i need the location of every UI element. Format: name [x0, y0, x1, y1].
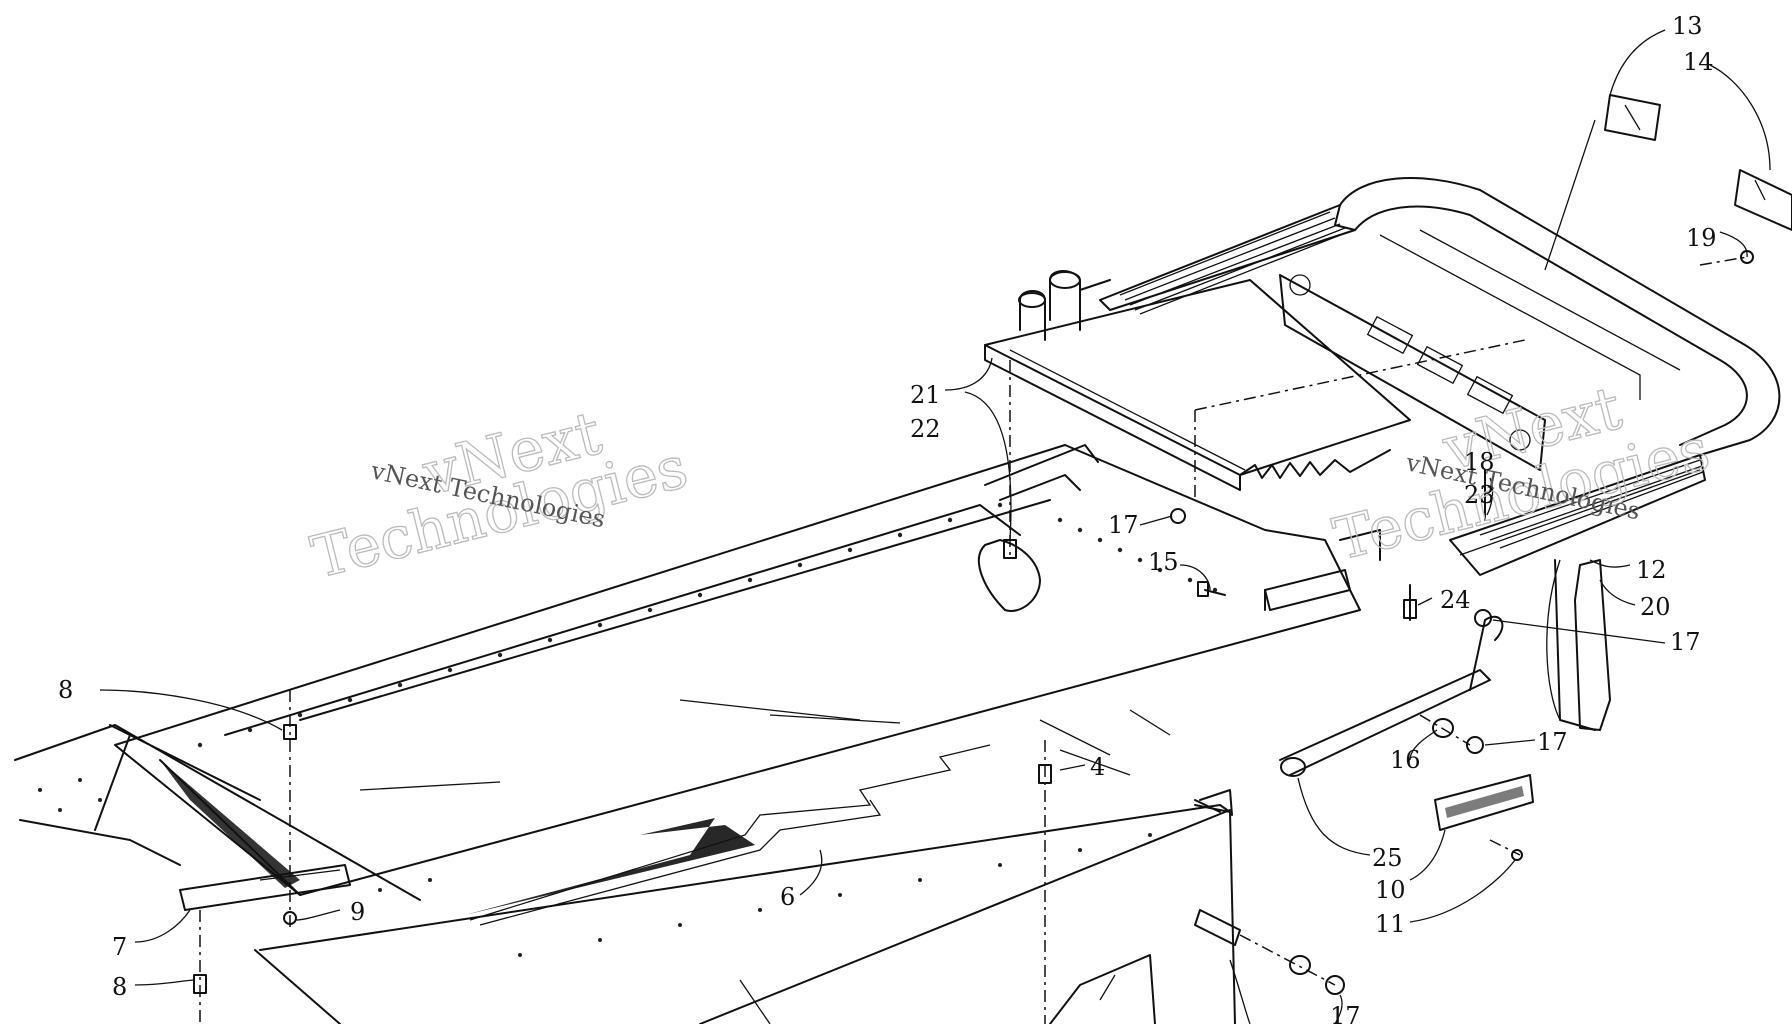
callout-25: 25 [1372, 844, 1403, 872]
hardware [193, 250, 1754, 1024]
callout-15: 15 [1148, 548, 1179, 576]
callout-18: 18 [1464, 448, 1495, 476]
callout-19: 19 [1686, 224, 1717, 252]
callout-14: 14 [1683, 48, 1714, 76]
callout-21: 21 [910, 381, 941, 409]
callout-8-upper: 8 [58, 676, 73, 704]
callout-17-mid: 17 [1537, 728, 1568, 756]
watermark-right: vNext Technologies vNext Technologies [1326, 372, 1716, 574]
callout-23: 23 [1464, 481, 1495, 509]
callout-12: 12 [1636, 556, 1667, 584]
callout-leaders [99, 231, 1748, 1024]
callout-24: 24 [1440, 586, 1471, 614]
callout-9: 9 [350, 898, 365, 926]
callout-6: 6 [780, 883, 795, 911]
callout-22: 22 [910, 415, 941, 443]
callout-17-bottom: 17 [1330, 1002, 1361, 1024]
callout-20: 20 [1640, 593, 1671, 621]
callout-13: 13 [1672, 12, 1703, 40]
callout-7: 7 [112, 933, 127, 961]
callout-11: 11 [1375, 910, 1406, 938]
callout-16: 16 [1390, 746, 1421, 774]
heat-exchanger-21 [984, 270, 1526, 500]
watermark-left: vNext Technologies vNext Technologies [304, 397, 694, 592]
callout-17-upper: 17 [1108, 511, 1139, 539]
callout-8-lower: 8 [112, 973, 127, 1001]
callout-10: 10 [1375, 876, 1406, 904]
callout-17-right: 17 [1670, 628, 1701, 656]
callout-labels: 13 14 19 21 22 18 23 17 15 24 12 20 17 8… [58, 12, 1717, 1024]
tunnel-deck [14, 29, 1792, 1024]
callout-4: 4 [1090, 753, 1105, 781]
rear-bumper-frame [1099, 177, 1781, 731]
